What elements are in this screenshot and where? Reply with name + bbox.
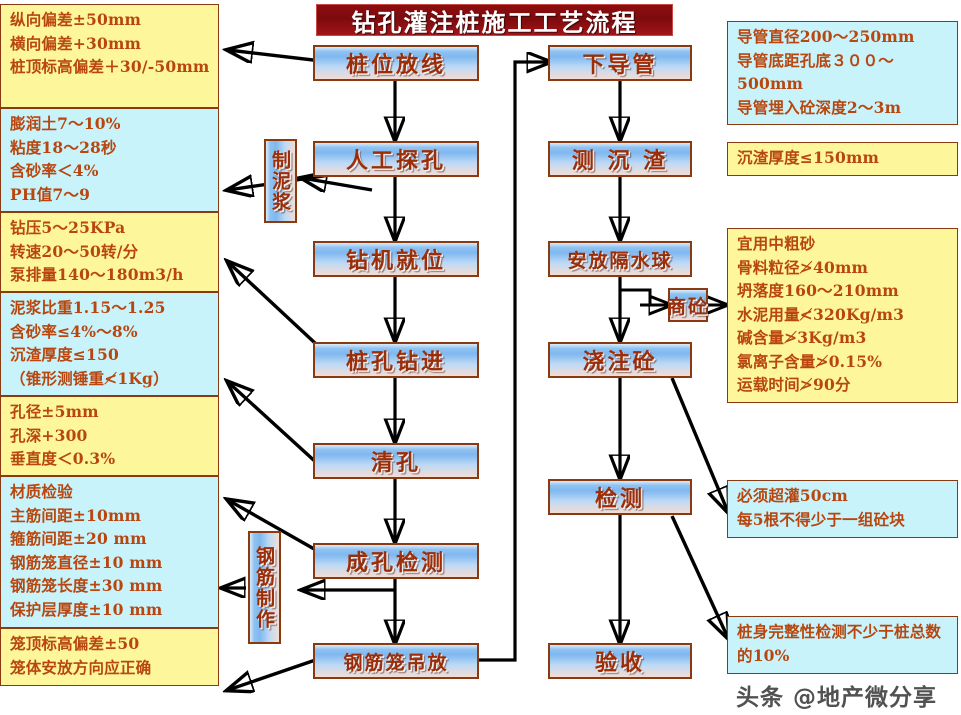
node-label: 下导管 <box>582 52 658 78</box>
note-line: 钢筋笼长度±30 mm <box>10 576 163 595</box>
note-right-5: 桩身完整性检测不少于桩总数的10% <box>727 616 958 674</box>
node-label: 安放隔水球 <box>567 249 673 272</box>
node-label: 桩位放线 <box>345 52 446 78</box>
page-title: 钻孔灌注桩施工工艺流程 <box>316 4 673 37</box>
note-line: 含砂率＜4% <box>10 161 99 180</box>
note-left-7: 笼顶标高偏差±50 笼体安放方向应正确 <box>0 628 219 686</box>
note-line: 膨润土7～10% <box>10 114 121 133</box>
node-label: 验收 <box>594 650 645 676</box>
note-line: 沉渣厚度≤150mm <box>737 148 880 167</box>
node-label: 人工探孔 <box>345 148 446 174</box>
node-label: 桩孔钻进 <box>345 349 446 375</box>
note-line: 横向偏差+30mm <box>10 33 142 53</box>
note-line: 每5根不得少于一组砼块 <box>737 509 905 529</box>
note-line: 坍落度160～210mm <box>737 281 899 300</box>
note-line: 必须超灌50cm <box>737 486 849 505</box>
node-label: 制泥浆 <box>269 149 291 213</box>
note-line: 导管埋入砼深度2～3m <box>737 97 902 117</box>
node-anfanggeshuiqiu[interactable]: 安放隔水球 <box>548 241 692 277</box>
note-line: 材质检验 <box>10 482 73 501</box>
note-line: （锥形测锤重≮1Kg） <box>10 368 169 388</box>
node-label: 检测 <box>594 486 645 512</box>
note-line: 保护层厚度±10 mm <box>10 599 163 619</box>
node-label: 商砼 <box>667 295 710 318</box>
note-line: 运载时间≯90分 <box>737 375 851 394</box>
note-left-1: 纵向偏差±50mm 横向偏差+30mm 桩顶标高偏差＋30/-50mm <box>0 4 219 108</box>
note-left-4: 泥浆比重1.15～1.25 含砂率≤4%～8% 沉渣厚度≤150 （锥形测锤重≮… <box>0 292 219 396</box>
node-zhuangweifangxian[interactable]: 桩位放线 <box>313 45 479 81</box>
node-rengongtankong[interactable]: 人工探孔 <box>313 141 479 177</box>
note-line: 水泥用量≮320Kg/m3 <box>737 304 905 324</box>
node-label: 钢筋笼吊放 <box>343 651 449 674</box>
note-right-4: 必须超灌50cm 每5根不得少于一组砼块 <box>727 480 958 538</box>
note-line: 转速20～50转/分 <box>10 241 139 261</box>
note-line: 主筋间距±10mm <box>10 505 142 525</box>
node-zhuangkongzuanjin[interactable]: 桩孔钻进 <box>313 342 479 378</box>
node-label: 钢筋制作 <box>253 545 275 630</box>
note-line: PH值7～9 <box>10 184 91 204</box>
node-label: 测 沉 渣 <box>571 148 669 174</box>
node-yanshou[interactable]: 验收 <box>548 643 692 679</box>
node-zhinijiang[interactable]: 制泥浆 <box>264 139 297 223</box>
node-cechenzha[interactable]: 测 沉 渣 <box>548 141 692 177</box>
note-line: 桩顶标高偏差＋30/-50mm <box>10 57 210 76</box>
node-label: 浇注砼 <box>582 349 658 375</box>
note-line: 笼顶标高偏差±50 <box>10 634 140 653</box>
note-line: 纵向偏差±50mm <box>10 10 142 29</box>
node-label: 成孔检测 <box>345 550 446 576</box>
note-line: 导管底距孔底３００～500mm <box>737 50 895 94</box>
note-line: 沉渣厚度≤150 <box>10 345 119 364</box>
note-line: 垂直度＜0.3% <box>10 449 116 468</box>
node-qingkong[interactable]: 清孔 <box>313 443 479 479</box>
note-left-3: 钻压5～25KPa 转速20～50转/分 泵排量140～180m3/h <box>0 212 219 292</box>
node-gangjinzhizuo[interactable]: 钢筋制作 <box>248 531 281 644</box>
note-line: 桩身完整性检测不少于桩总数的10% <box>737 622 942 665</box>
note-line: 氯离子含量≯0.15% <box>737 351 883 371</box>
note-right-3: 宜用中粗砂 骨料粒径≯40mm 坍落度160～210mm 水泥用量≮320Kg/… <box>727 228 958 403</box>
note-line: 孔深+300 <box>10 425 88 445</box>
note-line: 导管直径200～250mm <box>737 27 915 46</box>
note-right-1: 导管直径200～250mm 导管底距孔底３００～500mm 导管埋入砼深度2～3… <box>727 21 958 125</box>
watermark: 头条 @地产微分享 <box>736 685 938 711</box>
note-line: 粘度18～28秒 <box>10 137 117 157</box>
note-line: 骨料粒径≯40mm <box>737 257 869 277</box>
note-line: 泵排量140～180m3/h <box>10 265 184 284</box>
node-zuanjijiuwei[interactable]: 钻机就位 <box>313 241 479 277</box>
node-shangtong[interactable]: 商砼 <box>667 288 710 322</box>
note-right-2: 沉渣厚度≤150mm <box>727 142 958 176</box>
note-line: 含砂率≤4%～8% <box>10 321 138 341</box>
note-line: 孔径±5mm <box>10 402 99 421</box>
note-left-5: 孔径±5mm 孔深+300 垂直度＜0.3% <box>0 396 219 476</box>
node-jiaozhuting[interactable]: 浇注砼 <box>548 342 692 378</box>
node-jiance[interactable]: 检测 <box>548 479 692 515</box>
note-line: 泥浆比重1.15～1.25 <box>10 298 166 317</box>
note-left-2: 膨润土7～10% 粘度18～28秒 含砂率＜4% PH值7～9 <box>0 108 219 212</box>
note-left-6: 材质检验 主筋间距±10mm 箍筋间距±20 mm 钢筋笼直径±10 mm 钢筋… <box>0 476 219 628</box>
note-line: 宜用中粗砂 <box>737 234 816 253</box>
note-line: 箍筋间距±20 mm <box>10 529 147 548</box>
note-line: 钻压5～25KPa <box>10 218 126 237</box>
node-label: 清孔 <box>370 450 421 476</box>
node-chengkongjiance[interactable]: 成孔检测 <box>313 543 479 579</box>
note-line: 碱含量≯3Kg/m3 <box>737 328 867 347</box>
node-gangjinlongdiaofang[interactable]: 钢筋笼吊放 <box>313 643 479 679</box>
note-line: 笼体安放方向应正确 <box>10 657 152 677</box>
node-xiadaoguan[interactable]: 下导管 <box>548 45 692 81</box>
note-line: 钢筋笼直径±10 mm <box>10 552 163 572</box>
node-label: 钻机就位 <box>345 248 446 274</box>
